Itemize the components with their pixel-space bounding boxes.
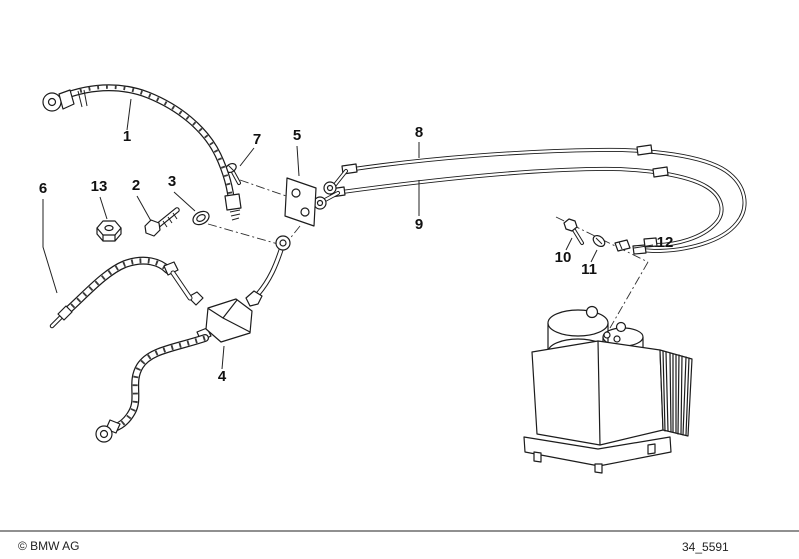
callout-3: 3	[168, 173, 196, 212]
callout-3-label: 3	[168, 173, 176, 190]
banjo-bolt	[144, 207, 180, 237]
callout-13-label: 13	[91, 178, 108, 195]
callout-6: 6	[39, 180, 58, 294]
callout-9-label: 9	[415, 216, 423, 233]
brake-hose-front	[42, 84, 242, 221]
callout-7-label: 7	[253, 131, 261, 148]
callout-2-label: 2	[132, 177, 140, 194]
footer: © BMW AG 34_5591	[0, 530, 799, 554]
sealing-washer	[192, 210, 210, 226]
assembly-centerlines	[207, 179, 649, 329]
callout-9: 9	[415, 180, 423, 233]
drawing-number: 34_5591	[682, 540, 729, 554]
callout-1-label: 1	[123, 128, 131, 145]
nut-11	[592, 234, 606, 248]
callout-4-label: 4	[218, 368, 227, 385]
callout-4: 4	[218, 345, 227, 385]
callout-5: 5	[293, 127, 301, 177]
brake-pipe-8	[352, 147, 747, 254]
callout-10-label: 10	[555, 249, 572, 266]
callout-11-label: 11	[581, 261, 597, 278]
brake-pipe-9	[340, 166, 724, 247]
distributor-4	[187, 290, 263, 343]
callout-7: 7	[239, 131, 261, 167]
connector-fins	[659, 349, 693, 437]
callout-12: 12	[633, 234, 674, 251]
brake-hose-lower	[95, 334, 209, 443]
callouts: 1 2 3 4 5 6 7 8	[39, 98, 674, 385]
callout-13: 13	[91, 178, 108, 220]
brake-hose-6	[49, 256, 193, 329]
callout-10: 10	[555, 237, 573, 266]
callout-5-label: 5	[293, 127, 301, 144]
holding-bracket	[284, 177, 317, 227]
callout-8: 8	[415, 124, 423, 158]
abs-hydro-unit	[523, 305, 693, 474]
hex-nut	[96, 220, 122, 242]
callout-8-label: 8	[415, 124, 423, 141]
pipe-union-fittings	[329, 144, 669, 255]
callout-2: 2	[132, 177, 152, 222]
copyright-text: © BMW AG	[18, 539, 80, 553]
callout-1: 1	[123, 98, 132, 145]
callout-6-label: 6	[39, 180, 47, 197]
bracket-screw	[225, 162, 241, 185]
connecting-pipe	[255, 235, 291, 297]
callout-11: 11	[581, 249, 598, 278]
bolt-10	[563, 218, 584, 245]
callout-12-label: 12	[657, 234, 674, 251]
union-12	[614, 239, 631, 252]
